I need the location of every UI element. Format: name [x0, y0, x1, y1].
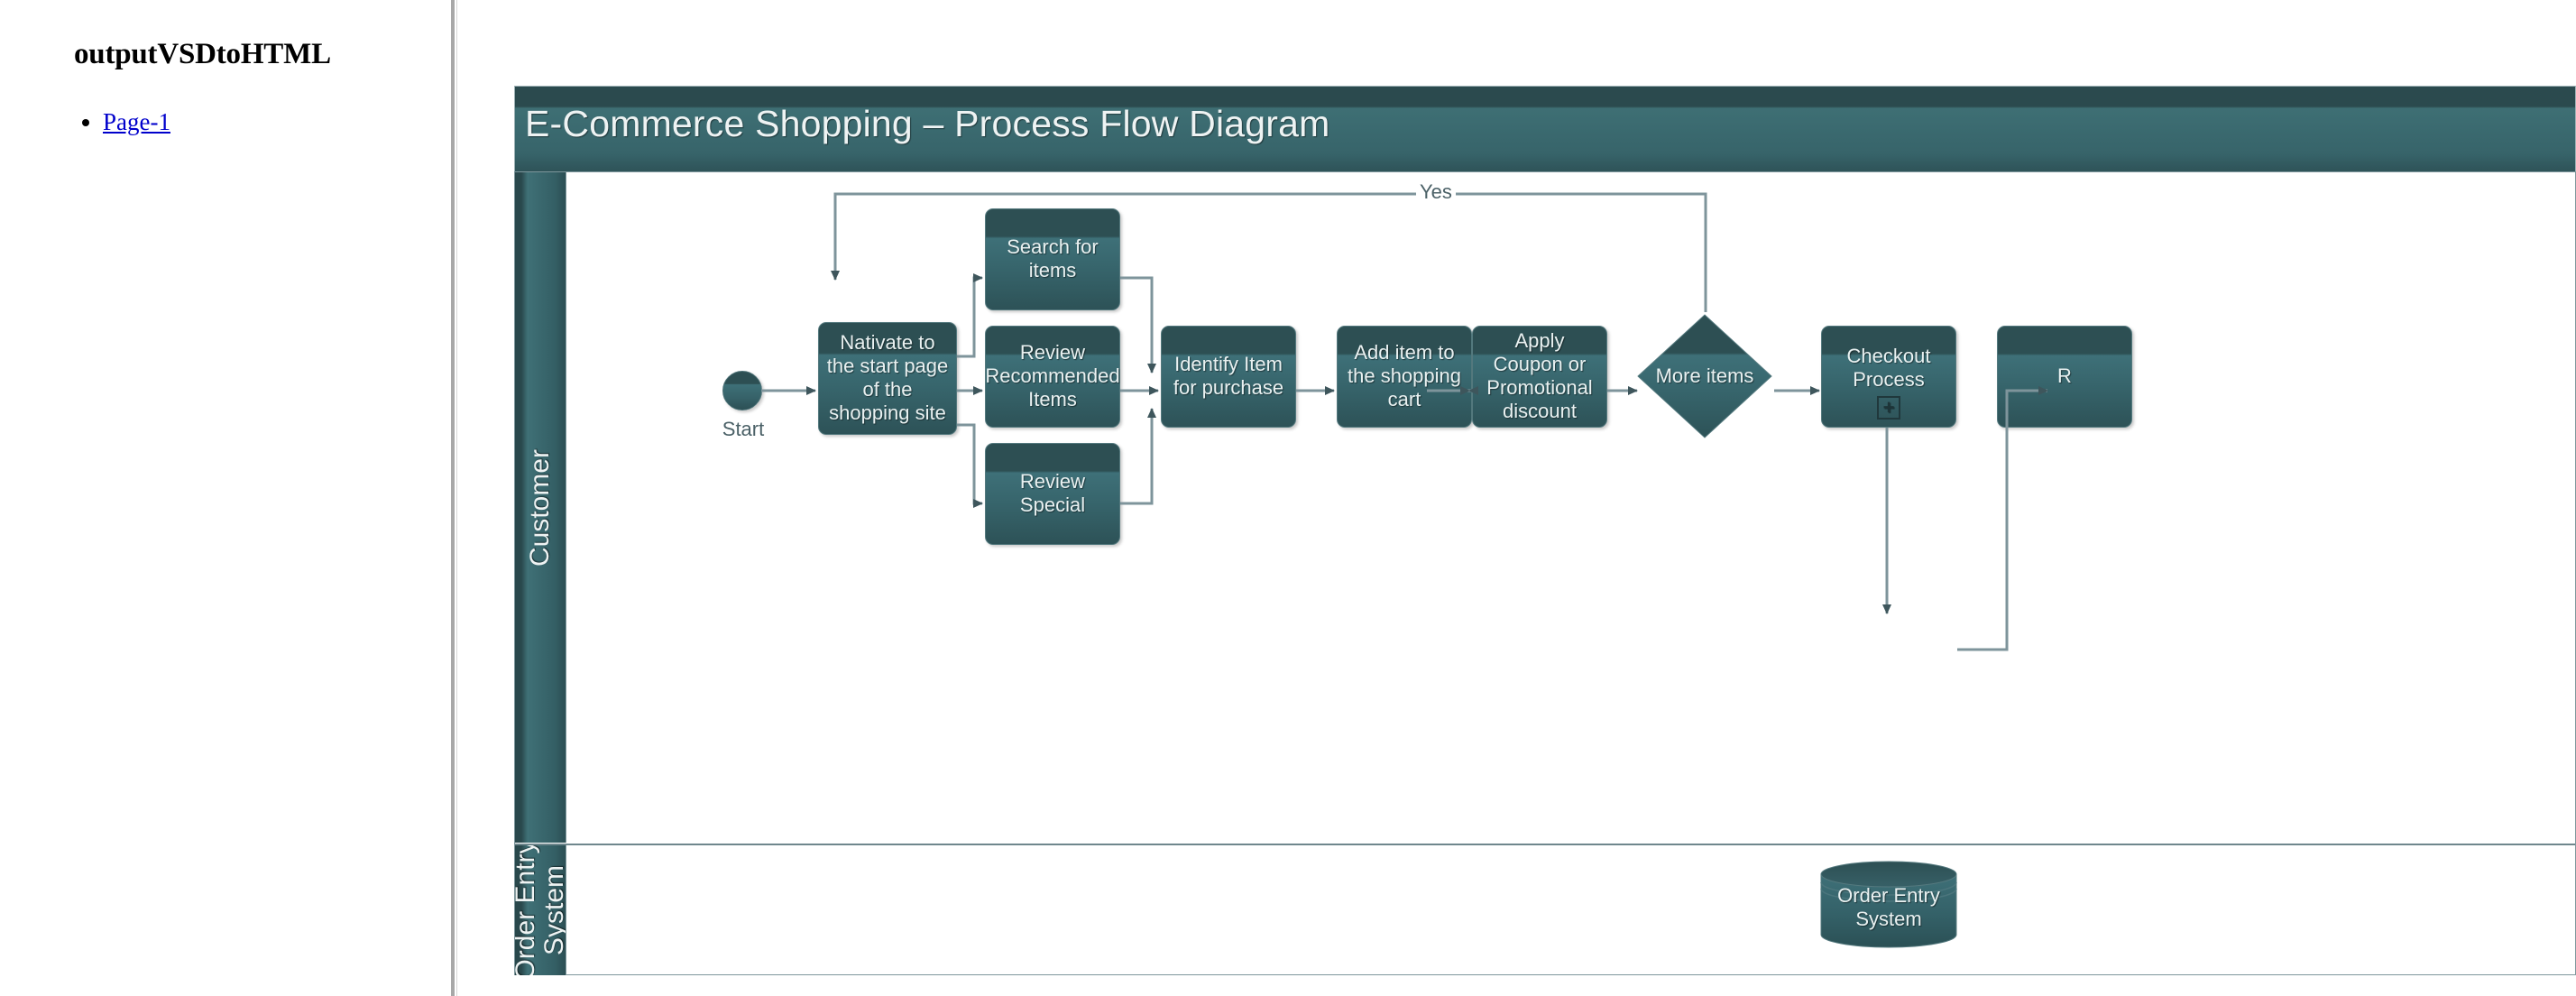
swimlane-container: Customer Start Nativate to the start pag…: [514, 171, 2576, 975]
edge-label-yes: Yes: [1416, 180, 1456, 204]
swimlane-label-line2: System: [539, 864, 566, 956]
node-review-recommended-items[interactable]: Review Recommended Items: [985, 326, 1120, 428]
node-apply-coupon-discount[interactable]: Apply Coupon or Promotional discount: [1472, 326, 1607, 428]
swimlane-label-line1: Order Entry: [515, 845, 540, 975]
node-review-order-confirmation-clipped[interactable]: R: [1997, 326, 2132, 428]
node-label: Checkout Process: [1846, 344, 1931, 391]
decision-more-items[interactable]: More items: [1636, 313, 1773, 439]
start-event-label: Start: [722, 418, 765, 440]
node-search-for-items[interactable]: Search for items: [985, 208, 1120, 310]
node-navigate-to-start-page[interactable]: Nativate to the start page of the shoppi…: [818, 322, 957, 435]
node-label: Search for items: [1007, 235, 1099, 281]
node-review-special[interactable]: Review Special: [985, 443, 1120, 545]
sidebar-page-list: Page-1: [60, 106, 170, 137]
node-label: Nativate to the start page of the shoppi…: [826, 330, 949, 424]
process-flow-diagram: E-Commerce Shopping – Process Flow Diagr…: [514, 86, 2576, 975]
node-checkout-process[interactable]: Checkout Process +: [1821, 326, 1956, 428]
node-label: Apply Coupon or Promotional discount: [1486, 328, 1593, 422]
start-event-icon[interactable]: [722, 371, 762, 410]
swimlane-customer: Customer Start Nativate to the start pag…: [515, 172, 2575, 843]
sidebar-divider-inner: [456, 0, 457, 996]
swimlane-body-customer: Start Nativate to the start page of the …: [567, 172, 2575, 843]
node-identify-item-for-purchase[interactable]: Identify Item for purchase: [1161, 326, 1296, 428]
diagram-title-bar: E-Commerce Shopping – Process Flow Diagr…: [514, 86, 2576, 171]
node-add-item-to-cart[interactable]: Add item to the shopping cart: [1337, 326, 1472, 428]
list-item: Page-1: [103, 106, 170, 137]
sidebar-title: outputVSDtoHTML: [74, 38, 331, 70]
swimlane-header-customer: Customer: [515, 172, 566, 843]
swimlane-label-customer: Customer: [525, 448, 555, 567]
node-label: R: [2057, 364, 2072, 387]
node-label: Identify Item for purchase: [1173, 352, 1284, 399]
sidebar-item-page-1[interactable]: Page-1: [103, 108, 170, 135]
node-label: Add item to the shopping cart: [1348, 340, 1461, 410]
node-label: Review Special: [1019, 469, 1086, 516]
sidebar: outputVSDtoHTML Page-1: [0, 0, 455, 996]
node-label: Review Recommended Items: [985, 340, 1120, 410]
sidebar-divider: [451, 0, 455, 996]
subprocess-plus-icon[interactable]: +: [1877, 396, 1900, 420]
diagram-title: E-Commerce Shopping – Process Flow Diagr…: [525, 103, 1330, 144]
